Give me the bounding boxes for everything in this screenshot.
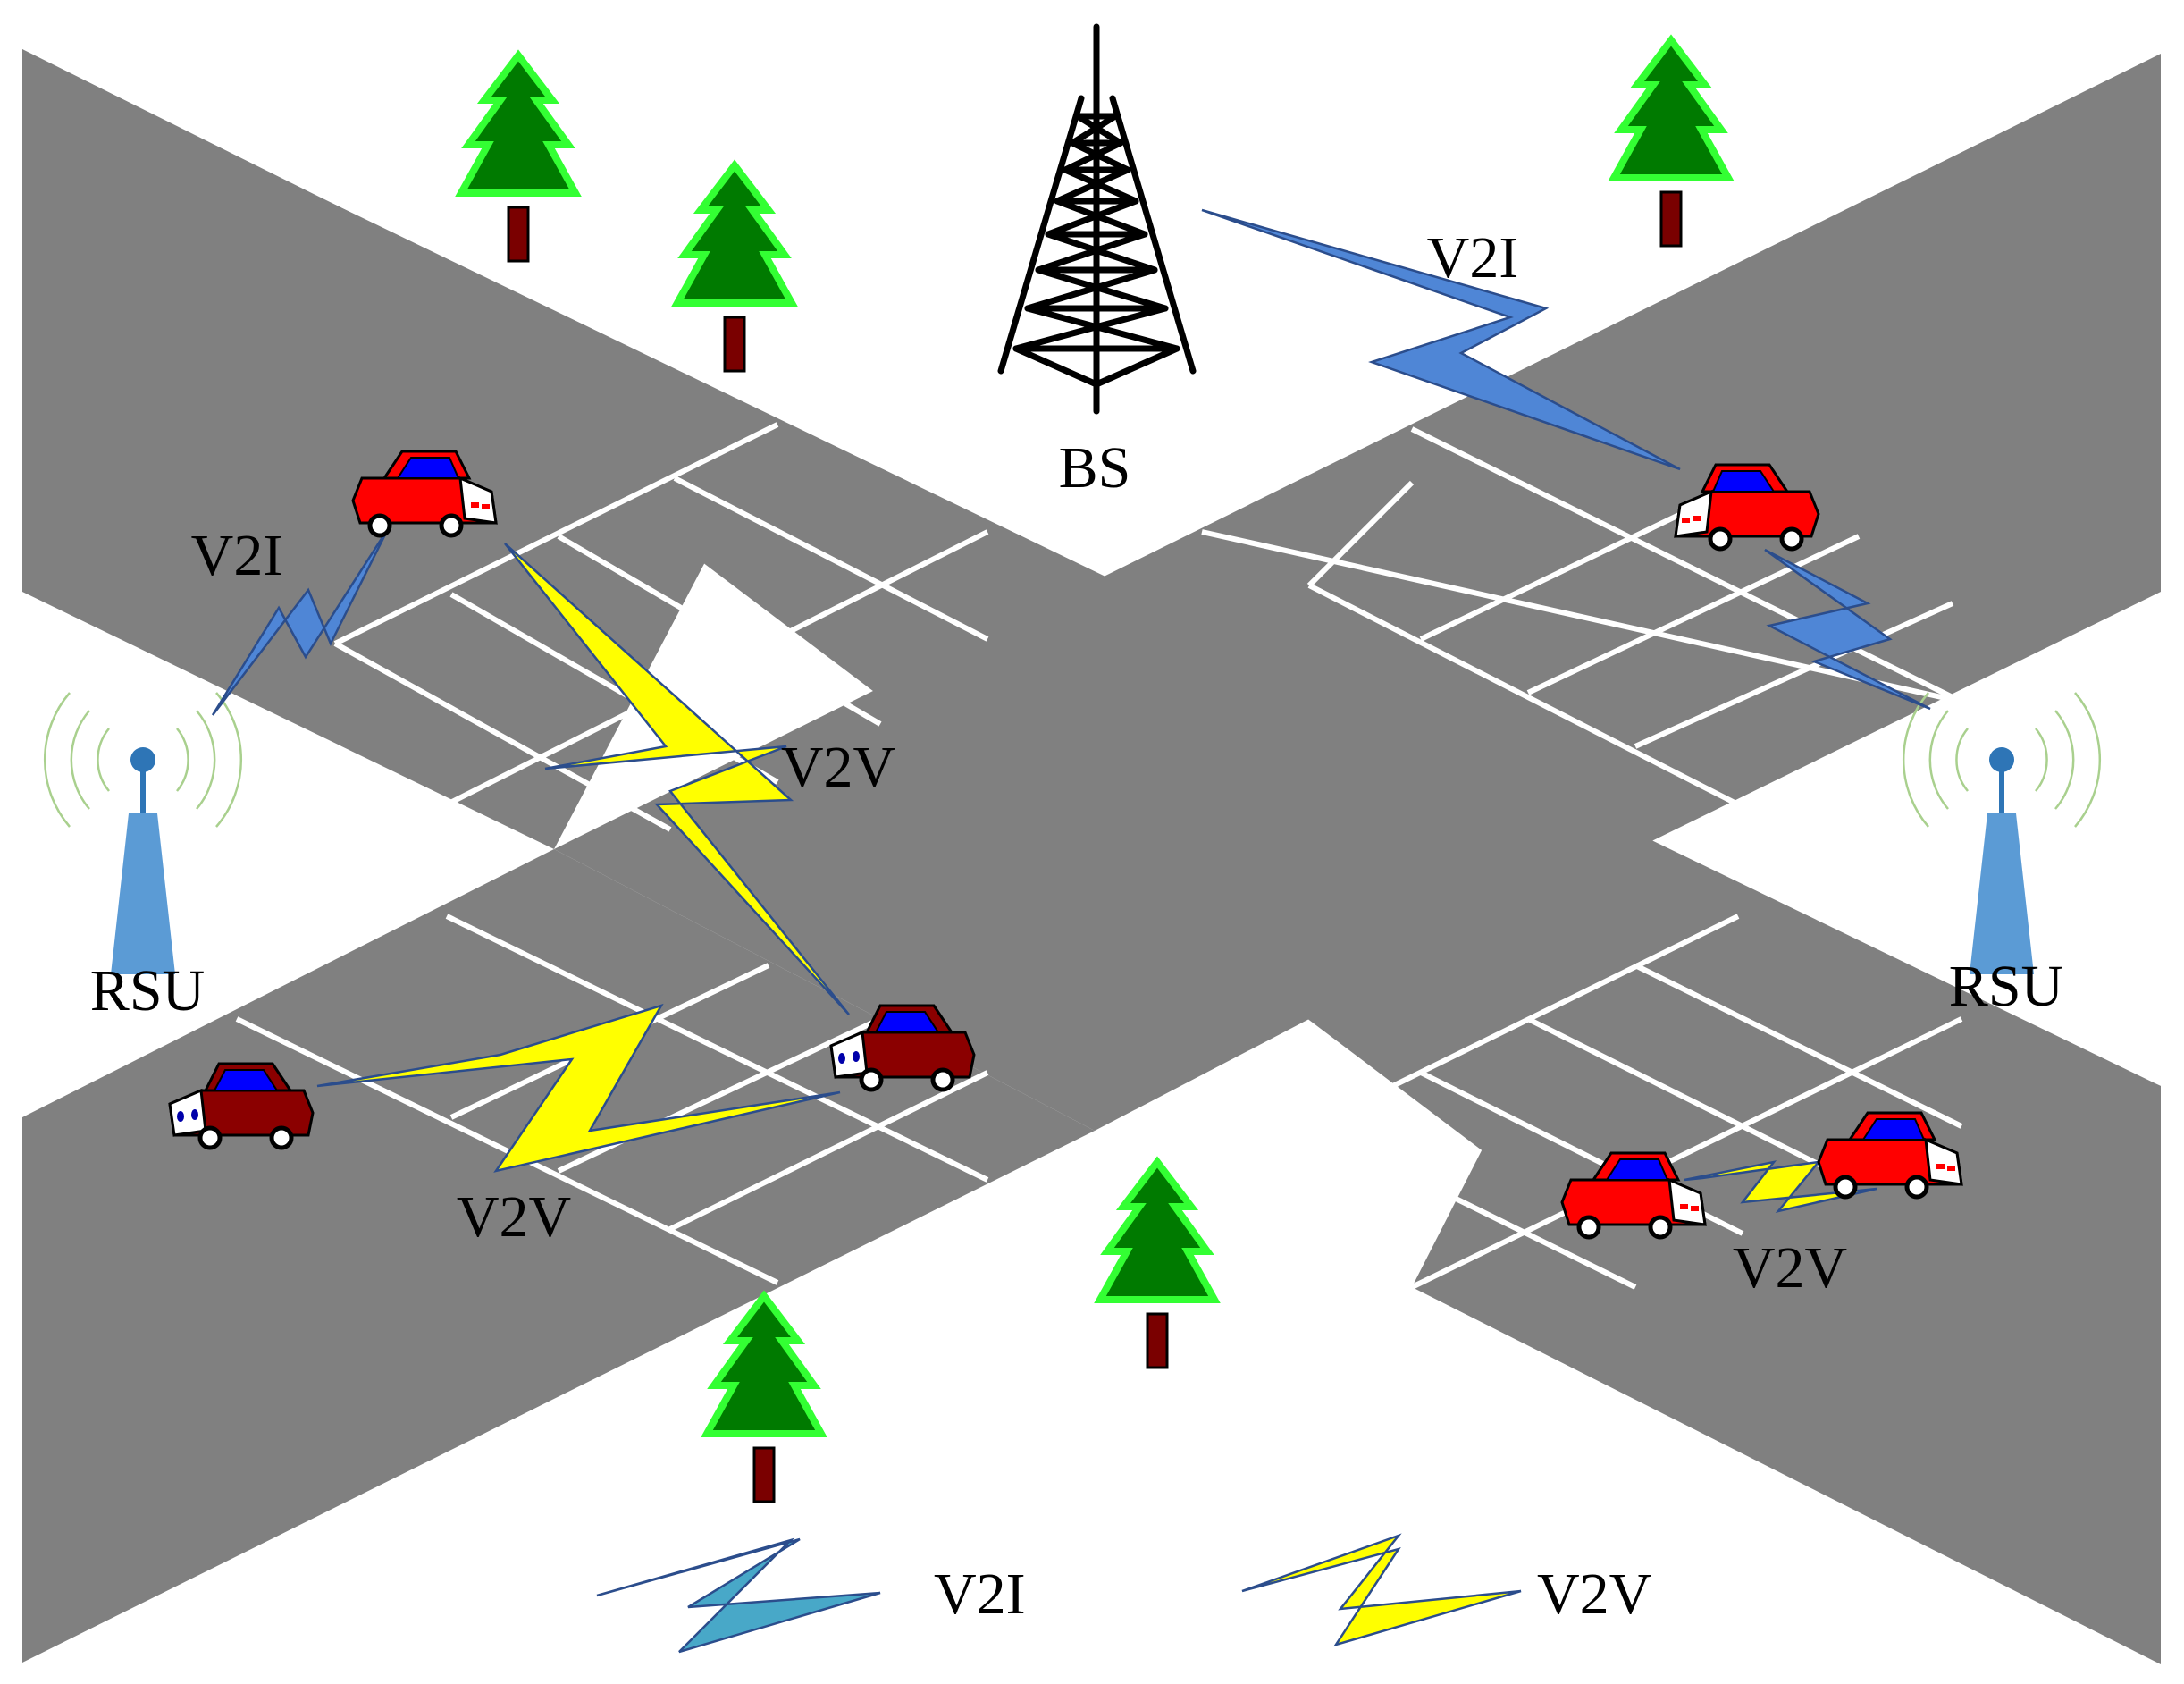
v2v-label-bottom-left: V2V	[457, 1184, 571, 1250]
v2v-link-bottom-right	[1684, 1160, 1877, 1214]
legend-v2i-label: V2I	[934, 1562, 1026, 1627]
tree-icon	[1614, 40, 1728, 246]
v2v-label-bottom-right: V2V	[1733, 1235, 1847, 1301]
rsu-right-label: RSU	[1949, 954, 2063, 1019]
rsu-left-label: RSU	[90, 958, 205, 1023]
bs-label: BS	[1059, 435, 1131, 501]
v2v-legend-icon	[1241, 1533, 1522, 1647]
v2i-label-top-right: V2I	[1427, 225, 1519, 290]
road-southwest-arm	[22, 849, 1095, 1663]
v2i-legend-icon	[596, 1537, 881, 1654]
tree-icon	[461, 55, 575, 261]
v2i-link-bs-car	[1201, 208, 1681, 471]
rsu-antenna-icon	[1902, 691, 2102, 976]
base-station-tower-icon	[997, 23, 1197, 415]
v2i-link-car-rsu-left	[211, 526, 391, 716]
legend-v2v-label: V2V	[1537, 1562, 1651, 1627]
v2i-link-car-rsu	[1764, 548, 1931, 711]
links	[211, 208, 1931, 1214]
labels: BS RSU RSU V2I V2I V2V V2V V2V	[90, 225, 2063, 1301]
road-center	[554, 581, 1635, 1131]
tree-icon	[707, 1296, 821, 1502]
legend: V2I V2V	[596, 1533, 1651, 1654]
v2v-label-middle: V2V	[781, 735, 895, 800]
tree-icon	[677, 165, 792, 371]
v2v-link-middle	[504, 543, 850, 1015]
v2v-link-bottom-left	[316, 1003, 841, 1173]
tree-icon	[1100, 1162, 1214, 1368]
v2i-label-left: V2I	[191, 523, 283, 588]
rsu-antenna-icon	[43, 691, 243, 976]
